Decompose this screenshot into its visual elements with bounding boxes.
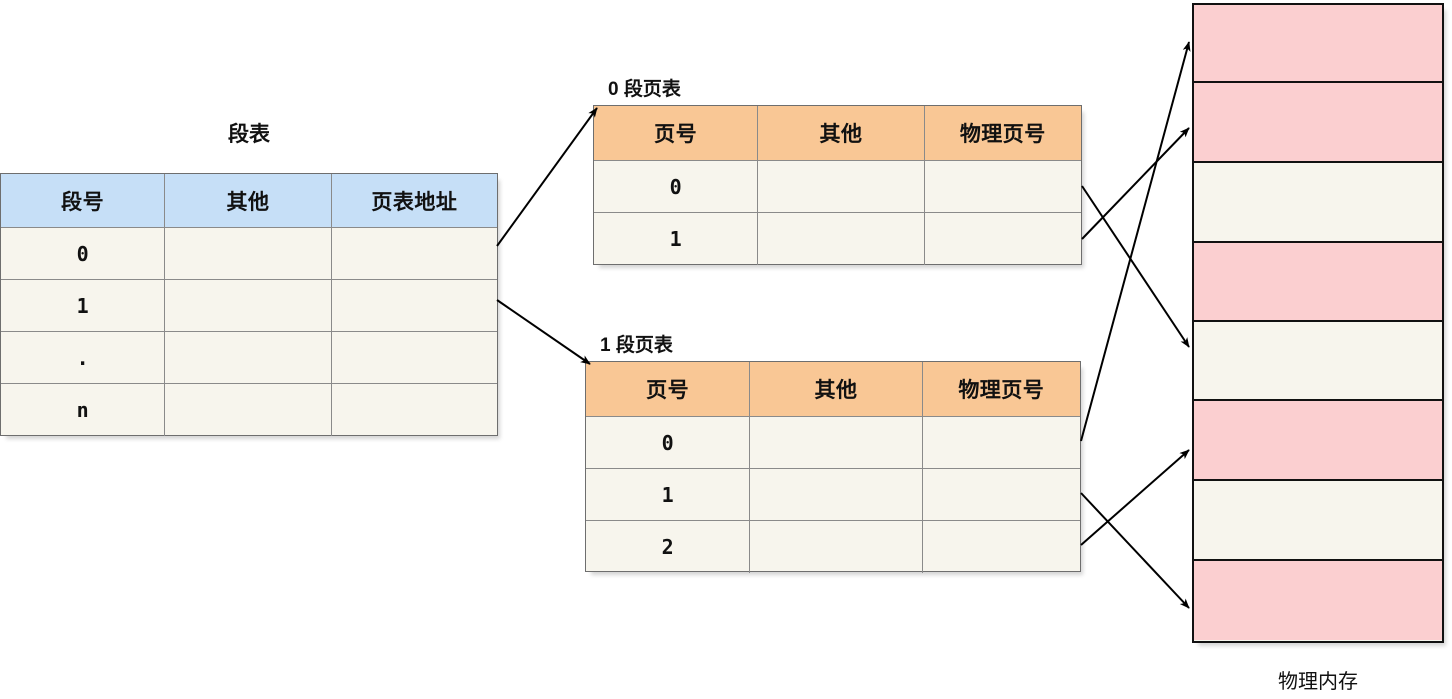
page-table-1-cell-physpage <box>923 521 1080 573</box>
segment-table-header-pagetable-addr: 页表地址 <box>331 174 497 227</box>
memory-block-1[interactable] <box>1194 83 1442 163</box>
physical-memory-column[interactable] <box>1192 3 1444 643</box>
segment-table-cell-addr <box>332 228 497 279</box>
arrow-pt1r1-to-mem7 <box>1080 492 1190 609</box>
page-table-1-header-row: 页号 其他 物理页号 <box>586 362 1080 417</box>
memory-block-4[interactable] <box>1194 322 1442 401</box>
page-table-1-cell-physpage <box>923 469 1080 520</box>
arrow-pt1r0-to-mem0 <box>1080 41 1191 442</box>
segment-table-cell-addr <box>332 332 497 383</box>
page-table-1-title: 1 段页表 <box>600 335 673 356</box>
table-row[interactable]: 1 <box>594 213 1081 265</box>
page-table-1-header-physpage: 物理页号 <box>922 362 1080 416</box>
segment-table-cell-segno: . <box>1 332 166 383</box>
table-row[interactable]: 1 <box>1 280 497 332</box>
segment-table-cell-segno: 1 <box>1 280 166 331</box>
segment-table-header-row: 段号 其他 页表地址 <box>1 174 497 228</box>
memory-block-5[interactable] <box>1194 401 1442 481</box>
arrow-pt0r1-to-mem1 <box>1081 127 1190 240</box>
memory-block-7[interactable] <box>1194 561 1442 640</box>
memory-block-2[interactable] <box>1194 163 1442 243</box>
page-table-0-cell-other <box>758 213 925 265</box>
memory-block-6[interactable] <box>1194 481 1442 561</box>
table-row[interactable]: 0 <box>1 228 497 280</box>
page-table-1-cell-pageno: 2 <box>586 521 751 573</box>
segment-table-cell-other <box>165 384 332 436</box>
segment-table-cell-segno: n <box>1 384 166 436</box>
page-table-0[interactable]: 页号 其他 物理页号 0 1 <box>593 105 1082 265</box>
segment-table[interactable]: 段号 其他 页表地址 0 1 . n <box>0 173 498 436</box>
page-table-0-cell-other <box>758 161 925 212</box>
page-table-0-header-row: 页号 其他 物理页号 <box>594 106 1081 161</box>
page-table-1[interactable]: 页号 其他 物理页号 0 1 2 <box>585 361 1081 573</box>
arrow-pt1r2-to-mem5 <box>1080 449 1190 546</box>
segment-table-header-other: 其他 <box>165 174 332 227</box>
page-table-0-cell-pageno: 1 <box>594 213 759 265</box>
segment-table-cell-addr <box>332 384 497 436</box>
segment-table-cell-other <box>165 280 332 331</box>
table-row[interactable]: . <box>1 332 497 384</box>
page-table-1-cell-other <box>750 469 923 520</box>
segment-table-cell-other <box>165 332 332 383</box>
page-table-1-cell-other <box>750 521 923 573</box>
page-table-0-cell-physpage <box>925 213 1081 265</box>
page-table-0-header-physpage: 物理页号 <box>924 106 1081 160</box>
table-row[interactable]: 0 <box>586 417 1080 469</box>
page-table-1-cell-other <box>750 417 923 468</box>
page-table-0-cell-physpage <box>925 161 1081 212</box>
page-table-1-header-other: 其他 <box>750 362 923 416</box>
table-row[interactable]: n <box>1 384 497 436</box>
page-table-1-cell-physpage <box>923 417 1080 468</box>
physical-memory-label: 物理内存 <box>1278 671 1358 693</box>
segment-table-cell-segno: 0 <box>1 228 166 279</box>
segment-table-cell-other <box>165 228 332 279</box>
segment-table-header-segno: 段号 <box>1 174 166 227</box>
table-row[interactable]: 1 <box>586 469 1080 521</box>
table-row[interactable]: 0 <box>594 161 1081 213</box>
page-table-1-cell-pageno: 0 <box>586 417 751 468</box>
page-table-0-header-pageno: 页号 <box>594 106 759 160</box>
segment-table-title: 段表 <box>228 123 270 146</box>
arrow-seg0-to-pt0 <box>496 107 598 247</box>
segment-table-cell-addr <box>332 280 497 331</box>
page-table-0-title: 0 段页表 <box>608 79 681 100</box>
page-table-1-header-pageno: 页号 <box>586 362 751 416</box>
arrow-pt0r0-to-mem3 <box>1081 185 1190 348</box>
memory-block-3[interactable] <box>1194 243 1442 322</box>
memory-block-0[interactable] <box>1194 5 1442 83</box>
page-table-0-cell-pageno: 0 <box>594 161 759 212</box>
table-row[interactable]: 2 <box>586 521 1080 573</box>
page-table-0-header-other: 其他 <box>758 106 925 160</box>
page-table-1-cell-pageno: 1 <box>586 469 751 520</box>
arrow-seg1-to-pt1 <box>496 299 591 365</box>
